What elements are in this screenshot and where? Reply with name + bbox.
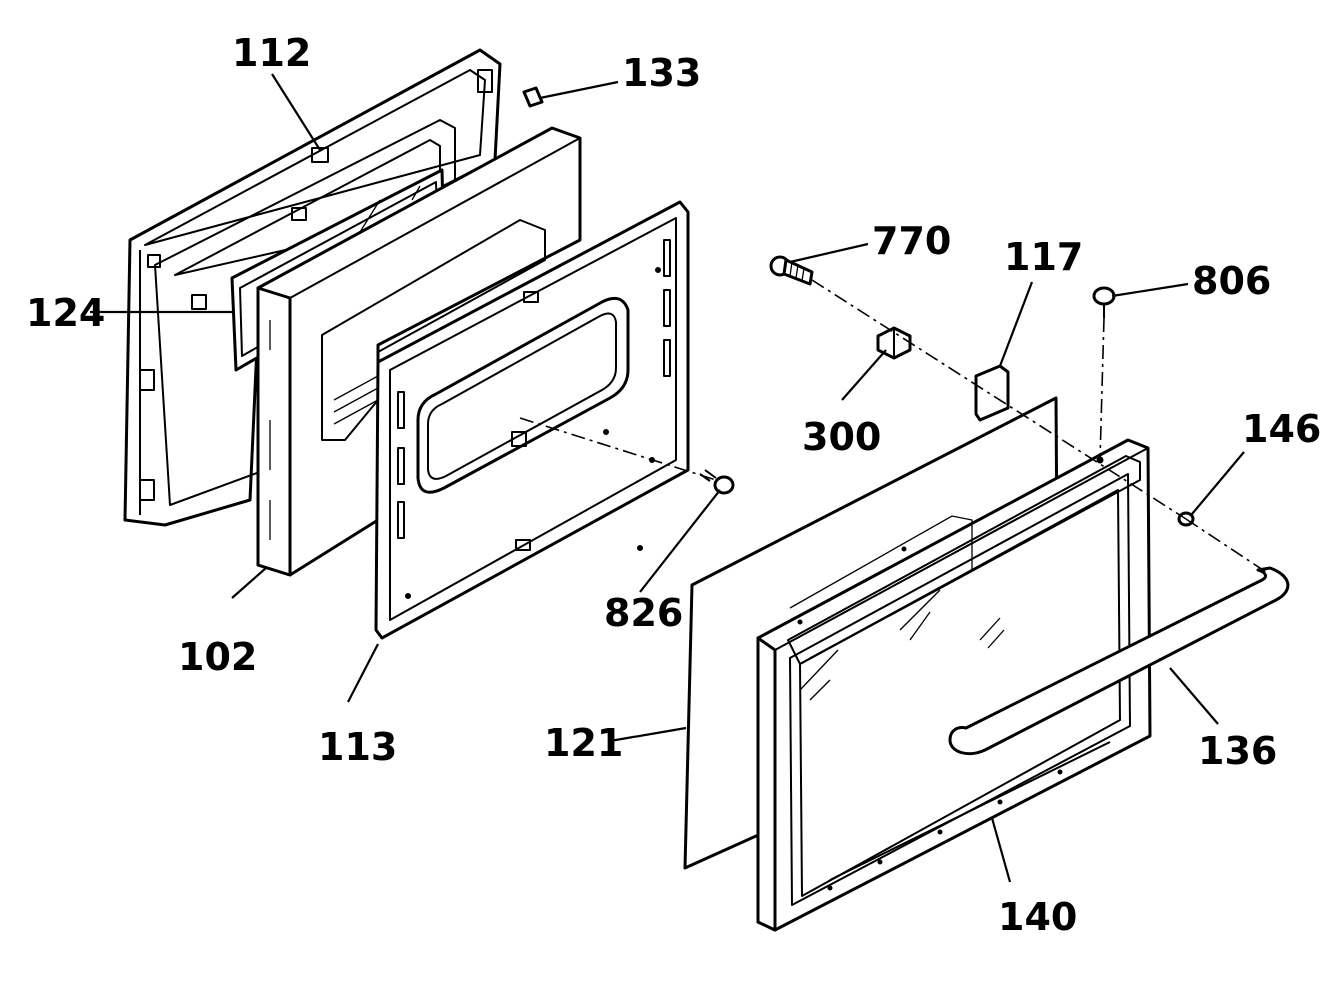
- part-140-outer-door: [756, 438, 1152, 932]
- callout-113: 113: [318, 725, 397, 769]
- part-806-screw: [1092, 286, 1116, 318]
- callout-133: 133: [622, 51, 701, 95]
- callout-124: 124: [26, 291, 105, 335]
- part-133-small-gasket: [522, 86, 544, 108]
- assembly-lines: [519, 279, 1267, 573]
- part-113-door-frame: [374, 200, 690, 640]
- callout-300: 300: [802, 415, 881, 459]
- callout-102: 102: [178, 635, 257, 679]
- part-136-handle: [948, 566, 1290, 756]
- callout-112: 112: [232, 31, 311, 75]
- callout-117: 117: [1004, 235, 1083, 279]
- callout-826: 826: [604, 591, 683, 635]
- part-102-insulation-panel: [256, 126, 582, 577]
- callout-146: 146: [1242, 407, 1321, 451]
- callout-121: 121: [544, 721, 623, 765]
- callout-806: 806: [1192, 259, 1271, 303]
- part-770-screw: [769, 255, 814, 286]
- callout-labels: 112 133 124 102 113 826 770 117 806 300 …: [26, 31, 1321, 939]
- callout-140: 140: [998, 895, 1077, 939]
- part-117-clip: [974, 364, 1010, 422]
- leader-lines: [90, 73, 1245, 883]
- callout-770: 770: [872, 219, 951, 263]
- part-826-screw: [699, 469, 735, 495]
- callout-136: 136: [1198, 729, 1277, 773]
